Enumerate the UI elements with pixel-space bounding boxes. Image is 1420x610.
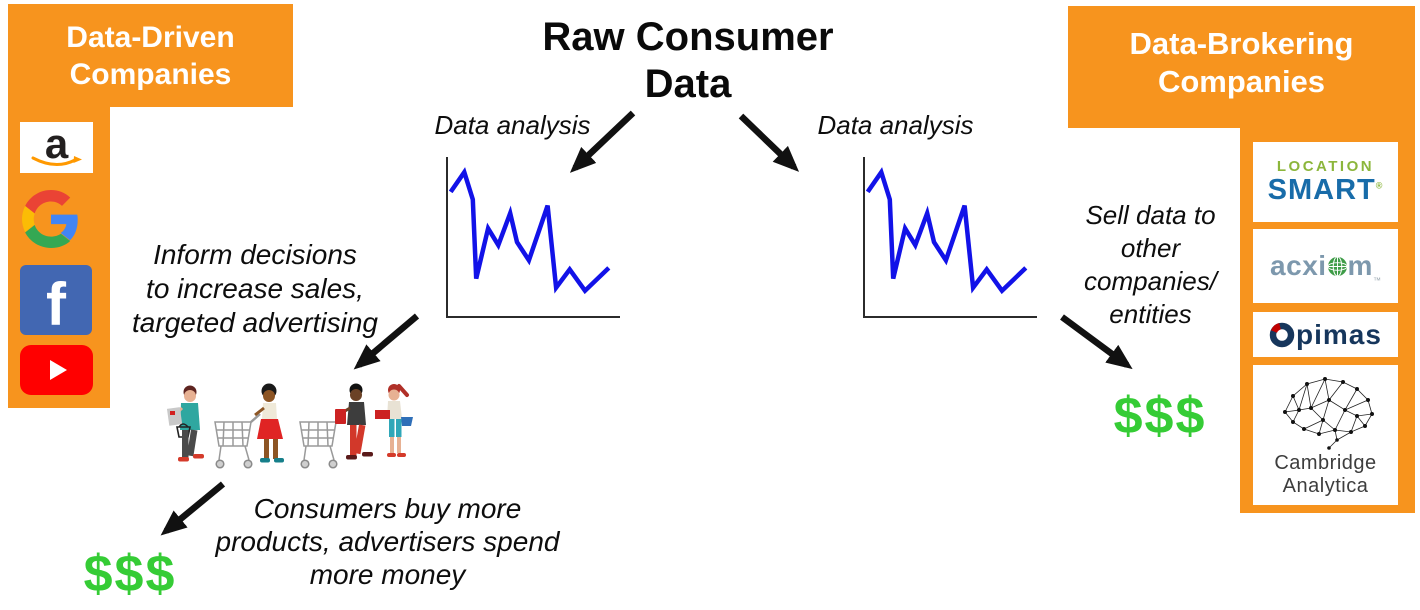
- brain-network-icon: [1282, 377, 1374, 450]
- inform-line1: Inform decisions: [153, 239, 357, 270]
- left-analysis-chart: [446, 157, 620, 318]
- shopping-cart: [299, 413, 346, 469]
- opimas-o-icon: [1269, 322, 1295, 347]
- page-title-line1: Raw Consumer: [542, 15, 834, 59]
- page-title: Raw Consumer Data: [538, 14, 838, 108]
- locationsmart-word1: LOCATION: [1276, 158, 1375, 176]
- inform-decisions-text: Inform decisions to increase sales, targ…: [100, 238, 410, 340]
- play-icon: [49, 360, 67, 380]
- opimas-logo: pimas: [1253, 312, 1398, 357]
- shopper-woman-laptop: [375, 384, 413, 457]
- shopper-woman-red-skirt: [254, 383, 284, 463]
- acxiom-text-right: m: [1347, 250, 1373, 281]
- data-analysis-label-left: Data analysis: [434, 110, 591, 140]
- amazon-smile-icon: [31, 155, 82, 166]
- acxiom-mark: ™: [1372, 276, 1381, 285]
- data-analysis-label-right: Data analysis: [817, 110, 974, 140]
- shoppers-illustration: [166, 383, 413, 469]
- right-analysis-chart: [863, 157, 1037, 318]
- money-left: $$$: [83, 545, 177, 603]
- consumers-line3: more money: [309, 559, 466, 590]
- sell-line2: other: [1120, 233, 1181, 263]
- right-panel-title: Data-Brokering Companies: [1129, 26, 1354, 99]
- locationsmart-word2: SMART: [1267, 174, 1376, 207]
- consumers-buy-text: Consumers buy more products, advertisers…: [205, 492, 570, 591]
- arrow-title-to-right-chart: [738, 113, 800, 172]
- cambridge-text-line2: Analytica: [1282, 475, 1369, 497]
- sell-line3: companies/: [1084, 266, 1217, 296]
- left-chart-line: [449, 167, 611, 295]
- left-panel-header: Data-Driven Companies: [8, 4, 293, 107]
- facebook-logo: f: [20, 265, 92, 335]
- locationsmart-logo: LOCATION SMART®: [1253, 142, 1398, 222]
- page-title-line2: Data: [644, 62, 732, 106]
- opimas-text: pimas: [1296, 318, 1382, 350]
- cambridge-analytica-logo: Cambridge Analytica: [1253, 365, 1398, 505]
- sell-line4: entities: [1109, 299, 1192, 329]
- right-panel-header: Data-Brokering Companies: [1068, 6, 1415, 128]
- acxiom-globe-icon: [1327, 256, 1348, 277]
- consumers-line2: products, advertisers spend: [215, 526, 560, 557]
- acxiom-text-left: acxi: [1270, 250, 1327, 281]
- shopping-cart: [214, 413, 261, 469]
- inform-line2: to increase sales,: [146, 273, 364, 304]
- amazon-letter: a: [44, 119, 69, 167]
- facebook-letter: f: [46, 271, 66, 335]
- google-g-icon: [22, 190, 78, 248]
- right-chart-line: [866, 167, 1028, 295]
- left-panel-title: Data-Driven Companies: [66, 21, 235, 91]
- sell-line1: Sell data to: [1085, 200, 1216, 230]
- inform-line3: targeted advertising: [132, 307, 378, 338]
- money-right: $$$: [1113, 387, 1207, 445]
- locationsmart-mark: ®: [1375, 180, 1384, 191]
- shopper-man-tablet: [335, 383, 373, 460]
- sell-data-text: Sell data to other companies/ entities: [1063, 199, 1238, 331]
- youtube-logo: [20, 345, 93, 395]
- cambridge-text-line1: Cambridge: [1274, 452, 1377, 474]
- amazon-logo: a: [20, 122, 93, 173]
- consumers-line1: Consumers buy more: [253, 493, 522, 524]
- shopper-man-basket: [166, 385, 204, 462]
